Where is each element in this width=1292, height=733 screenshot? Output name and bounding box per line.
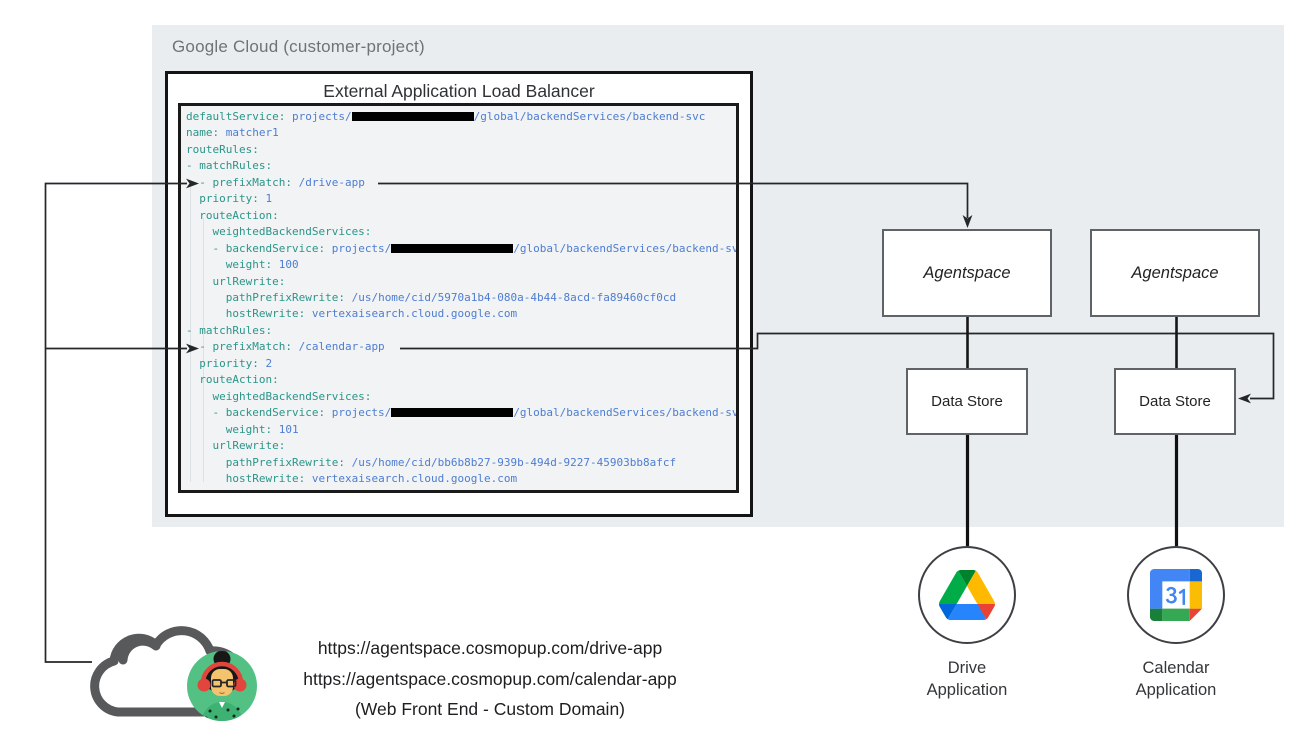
indent-guide <box>190 184 191 482</box>
agentspace-label: Agentspace <box>923 263 1011 282</box>
user-avatar <box>187 651 257 721</box>
load-balancer-box: External Application Load Balancer defau… <box>165 71 753 517</box>
agentspace-box-2: Agentspace <box>1090 229 1260 317</box>
agentspace-label: Agentspace <box>1131 263 1219 282</box>
calendar-application-label: Calendar Application <box>1135 659 1217 699</box>
data-store-label: Data Store <box>1139 393 1211 410</box>
redacted-project-id <box>391 243 514 253</box>
client-url-drive: https://agentspace.cosmopup.com/drive-ap… <box>317 638 663 658</box>
drive-application-label: Drive Application <box>926 659 1008 699</box>
data-store-box-1: Data Store <box>906 368 1028 435</box>
google-cloud-region-label: Google Cloud (customer-project) <box>172 37 425 56</box>
client-url-calendar: https://agentspace.cosmopup.com/calendar… <box>303 668 677 689</box>
indent-guide <box>203 218 204 482</box>
redacted-project-id <box>391 408 514 418</box>
load-balancer-title: External Application Load Balancer <box>323 81 595 101</box>
drive-application-circle <box>918 546 1016 644</box>
url-map-yaml: defaultService: projects//global/backend… <box>186 110 739 485</box>
url-map-yaml-box: defaultService: projects//global/backend… <box>178 103 739 493</box>
client-caption: (Web Front End - Custom Domain) <box>354 699 626 719</box>
agentspace-box-1: Agentspace <box>882 229 1052 317</box>
client-url-block: https://agentspace.cosmopup.com/drive-ap… <box>295 633 685 725</box>
calendar-application-circle <box>1127 546 1225 644</box>
google-drive-icon <box>939 570 995 620</box>
data-store-box-2: Data Store <box>1114 368 1236 435</box>
google-calendar-icon <box>1150 569 1202 621</box>
data-store-label: Data Store <box>931 393 1003 410</box>
redacted-project-id <box>351 112 474 121</box>
